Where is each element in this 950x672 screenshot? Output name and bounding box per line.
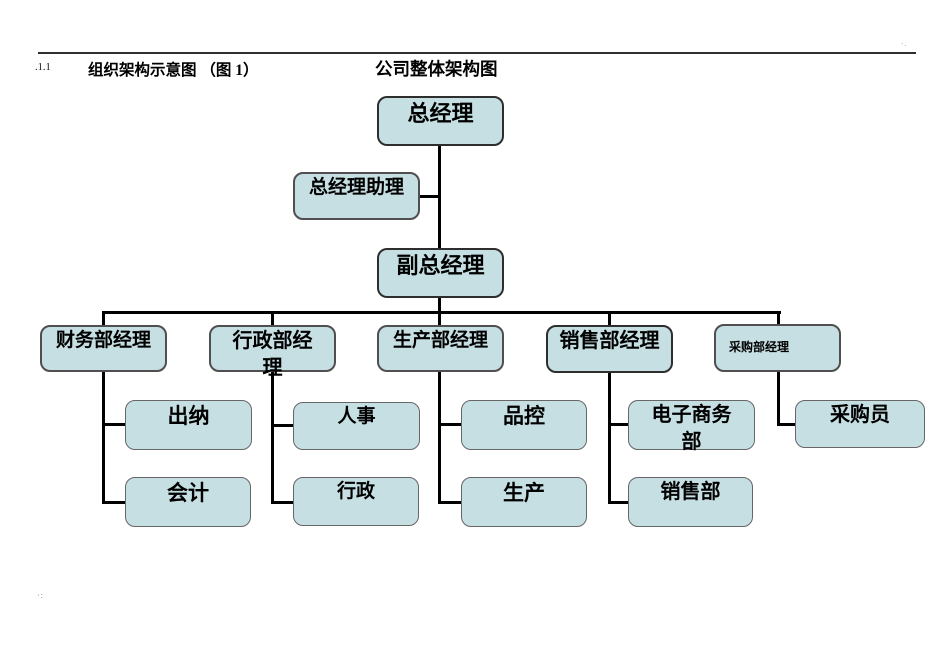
connector-production-drop xyxy=(438,371,441,504)
connector-admin-staff-stub xyxy=(271,501,294,504)
org-node-label: 销售部 xyxy=(660,481,721,503)
connector-manager-bus xyxy=(102,311,781,314)
org-node-label: 电子商务 部 xyxy=(651,404,732,453)
org-node-label: 生产 xyxy=(503,481,545,505)
connector-bus-purchasing-stub xyxy=(777,311,780,325)
org-node-gm[interactable]: 总经理 xyxy=(377,96,504,146)
connector-finance-accountant-stub xyxy=(102,501,126,504)
org-node-cashier[interactable]: 出纳 xyxy=(125,400,252,450)
org-node-label: 销售部经理 xyxy=(559,330,660,352)
connector-bus-admin-stub xyxy=(271,311,274,326)
header-divider xyxy=(38,52,916,54)
connector-finance-cashier-stub xyxy=(102,423,126,426)
connector-sales-dept-stub xyxy=(608,501,629,504)
connector-purchasing-purchaser-stub xyxy=(777,423,796,426)
org-node-label: 出纳 xyxy=(167,404,210,428)
org-node-label: 行政部经 理 xyxy=(232,330,313,379)
org-node-label: 会计 xyxy=(167,481,209,505)
org-node-quality-control[interactable]: 品控 xyxy=(461,400,587,450)
org-node-label: 品控 xyxy=(503,404,545,428)
chart-title: 公司整体架构图 xyxy=(375,59,498,79)
org-node-hr[interactable]: 人事 xyxy=(293,402,420,450)
connector-sales-ecommerce-stub xyxy=(608,423,629,426)
org-node-label: 生产部经理 xyxy=(392,330,488,351)
connector-sales-drop xyxy=(608,372,611,504)
org-node-ecommerce-dept[interactable]: 电子商务 部 xyxy=(628,400,755,453)
footer-mark: ·: xyxy=(37,591,44,600)
org-node-purchaser[interactable]: 采购员 xyxy=(795,400,925,448)
org-node-accountant[interactable]: 会计 xyxy=(125,477,251,527)
connector-bus-production-stub xyxy=(438,311,441,326)
org-node-finance-manager[interactable]: 财务部经理 xyxy=(40,325,167,372)
connector-bus-finance-stub xyxy=(102,311,105,326)
connector-gm-to-deputy xyxy=(438,146,441,249)
connector-deputy-to-bus xyxy=(438,298,441,312)
org-node-purchasing-manager[interactable]: 采购部经理 xyxy=(714,324,841,372)
org-node-label: 总经理 xyxy=(407,101,474,126)
connector-purchasing-drop xyxy=(777,371,780,426)
section-number: .1.1 xyxy=(35,62,51,73)
org-node-admin-manager[interactable]: 行政部经 理 xyxy=(209,325,336,379)
corner-mark: ·. xyxy=(901,40,908,48)
org-node-label: 财务部经理 xyxy=(55,330,151,351)
connector-assistant-stub xyxy=(420,195,439,198)
org-node-production-manager[interactable]: 生产部经理 xyxy=(377,325,504,372)
org-node-production[interactable]: 生产 xyxy=(461,477,587,527)
connector-admin-drop xyxy=(271,371,274,504)
org-node-label: 采购员 xyxy=(830,404,890,426)
org-node-admin-staff[interactable]: 行政 xyxy=(293,477,419,526)
connector-production-qc-stub xyxy=(438,423,462,426)
connector-production-prod-stub xyxy=(438,501,462,504)
org-node-gm-assistant[interactable]: 总经理助理 xyxy=(293,172,420,220)
org-node-label: 人事 xyxy=(337,406,376,427)
org-node-label: 行政 xyxy=(336,481,375,502)
org-node-sales-manager[interactable]: 销售部经理 xyxy=(546,325,673,373)
section-title: 组织架构示意图 （图 1） xyxy=(88,62,259,79)
org-node-label: 总经理助理 xyxy=(308,177,404,198)
connector-finance-drop xyxy=(102,371,105,504)
org-node-sales-dept[interactable]: 销售部 xyxy=(628,477,753,527)
connector-admin-hr-stub xyxy=(271,424,294,427)
org-node-label: 采购部经理 xyxy=(729,340,790,354)
org-node-label: 副总经理 xyxy=(396,253,485,278)
org-node-deputy-gm[interactable]: 副总经理 xyxy=(377,248,504,298)
connector-bus-sales-stub xyxy=(608,311,611,326)
